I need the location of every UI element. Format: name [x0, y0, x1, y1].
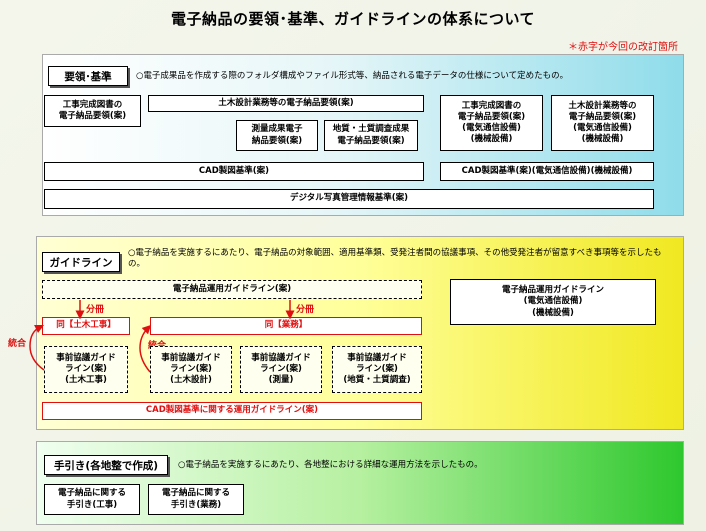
std-cad-denki-box: CAD製図基準(案)(電気通信設備)(機械設備) [440, 162, 654, 181]
manual-kouji-box: 電子納品に関する 手引き(工事) [44, 484, 140, 515]
arrow-togo-1 [29, 324, 45, 371]
guidelines-label: ガイドライン [42, 252, 120, 272]
std-photo-box: デジタル写真管理情報基準(案) [44, 189, 654, 209]
standards-label: 要領･基準 [48, 66, 128, 86]
gl-cad-unyou-box: CAD製図基準に関する運用ガイドライン(案) [42, 402, 422, 420]
std-doboku-sekkei-box: 土木設計業務等の電子納品要領(案) [148, 95, 424, 112]
bunsatsu-label-2: 分冊 [296, 305, 315, 315]
gl-unyou-box: 電子納品運用ガイドライン(案) [42, 280, 422, 299]
gl-unyou-denki-box: 電子納品運用ガイドライン (電気通信設備) (機械設備) [450, 279, 656, 325]
guidelines-desc: ○電子納品を実施するにあたり、電子納品の対象範囲、適用基準類、受発注者間の協議事… [128, 248, 662, 270]
std-cad-box: CAD製図基準(案) [44, 162, 424, 181]
gl-jizen-kouji-box: 事前協議ガイド ライン(案) (土木工事) [44, 346, 128, 393]
gl-jizen-chishitsu-box: 事前協議ガイド ライン(案) (地質・土質調査) [332, 346, 422, 393]
std-kouji-denki-box: 工事完成図書の 電子納品要領(案) (電気通信設備) (機械設備) [440, 95, 543, 151]
std-kouji-box: 工事完成図書の 電子納品要領(案) [44, 95, 141, 127]
gl-doboku-kouji-box: 同【土木工事】 [42, 317, 130, 335]
gl-jizen-sekkei-box: 事前協議ガイド ライン(案) (土木設計) [150, 346, 232, 393]
bunsatsu-label-1: 分冊 [86, 305, 105, 315]
manuals-label: 手引き(各地整で作成) [44, 455, 168, 475]
page-title: 電子納品の要領･基準、ガイドラインの体系について [170, 10, 536, 28]
manuals-desc: ○電子納品を実施するにあたり、各地整における詳細な運用方法を示したもの。 [178, 460, 483, 470]
std-chishitsu-box: 地質・土質調査成果 電子納品要領(案) [324, 120, 418, 151]
gl-jizen-sokuryo-box: 事前協議ガイド ライン(案) (測量) [240, 346, 322, 393]
revision-note: ＊赤字が今回の改訂箇所 [568, 42, 678, 53]
standards-desc: ○電子成果品を作成する際のフォルダ構成やファイル形式等、納品される電子データの仕… [136, 71, 569, 81]
manual-gyoumu-box: 電子納品に関する 手引き(業務) [148, 484, 244, 515]
togo-label-1: 統合 [8, 339, 27, 349]
std-sokuryo-box: 測量成果電子 納品要領(案) [236, 120, 318, 151]
std-doboku-denki-box: 土木設計業務等の 電子納品要領(案) (電気通信設備) (機械設備) [551, 95, 654, 151]
arrow-togo-2 [139, 324, 152, 373]
